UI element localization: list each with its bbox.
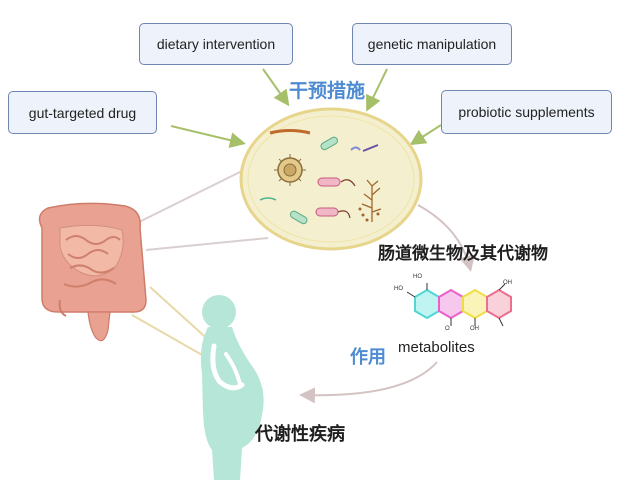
chem-label-ho-1: HO [394, 286, 403, 292]
arrow-to-body [299, 361, 438, 404]
chem-label-oh-1: OH [470, 326, 479, 332]
chem-label-ho-2: HO [413, 274, 422, 280]
arrow-to-metabolites [417, 204, 475, 272]
microbiota-label: 肠道微生物及其代谢物 [378, 244, 548, 264]
probiotic-supplements-box: probiotic supplements [441, 90, 612, 134]
disease-label: 代谢性疾病 [255, 424, 345, 445]
arrow-diet [262, 68, 290, 107]
effect-label: 作用 [350, 347, 386, 368]
petri-dish-icon [239, 107, 423, 251]
connector-gut-mid [145, 237, 269, 251]
chem-label-o: O [445, 326, 450, 332]
molecule-icon [406, 283, 512, 327]
connector-gut-top [138, 169, 245, 223]
intervention-title: 干预措施 [289, 80, 366, 102]
dietary-intervention-box: dietary intervention [139, 23, 293, 65]
arrow-drug [170, 125, 246, 148]
arrow-probio [409, 124, 442, 146]
chem-label-oh-2: OH [503, 280, 512, 286]
arrow-gene [366, 68, 388, 112]
metabolites-label: metabolites [398, 339, 475, 356]
pregnant-woman-icon [200, 295, 264, 480]
gut-targeted-drug-box: gut-targeted drug [8, 91, 157, 134]
genetic-manipulation-box: genetic manipulation [352, 23, 512, 65]
intestine-icon [38, 202, 147, 342]
